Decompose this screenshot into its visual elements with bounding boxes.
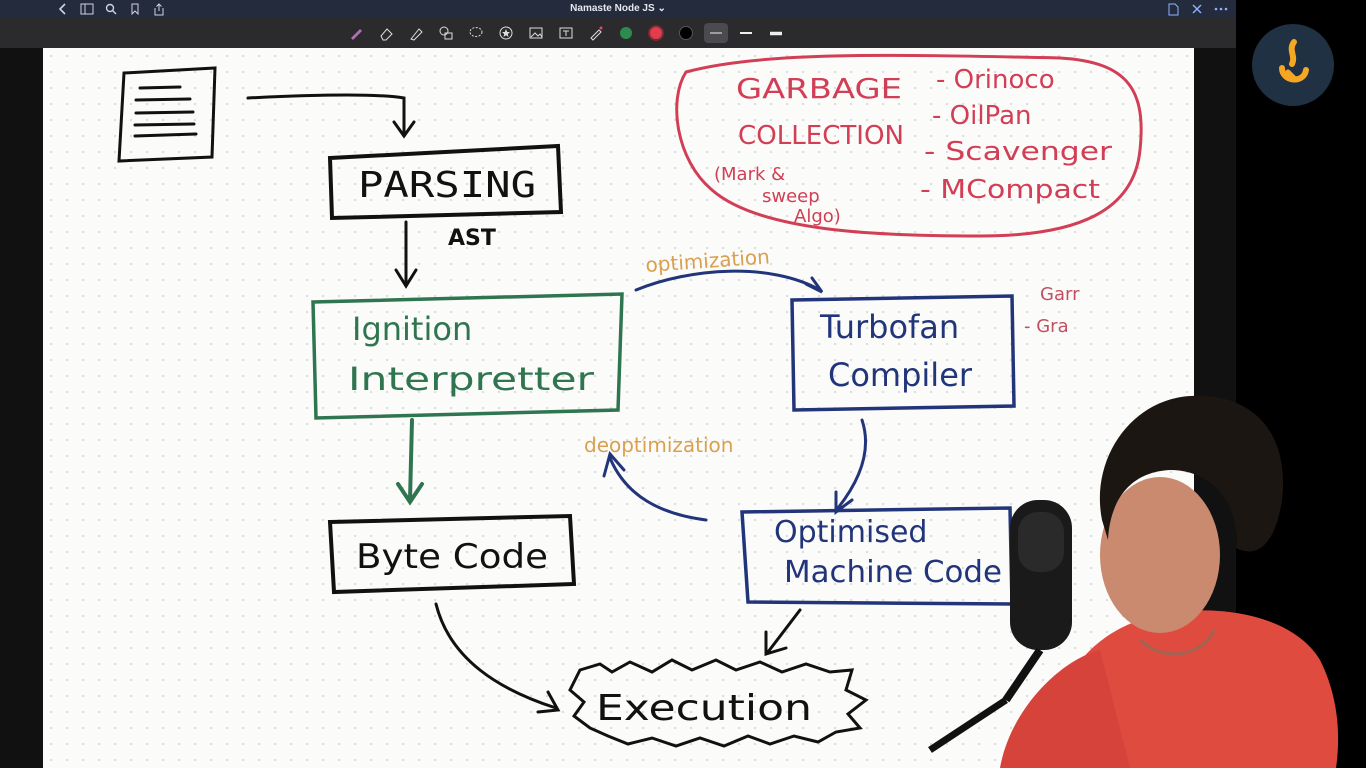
laser-tool-icon[interactable]	[584, 23, 608, 43]
eraser-tool-icon[interactable]	[374, 23, 398, 43]
back-icon[interactable]	[54, 1, 72, 17]
document-icon	[117, 66, 217, 163]
title-bar: Namaste Node JS ⌄	[0, 0, 1236, 18]
execution-cloud	[568, 658, 869, 748]
drawing-toolbar	[0, 18, 1236, 48]
text-tool-icon[interactable]	[554, 23, 578, 43]
gc-line2: COLLECTION	[738, 121, 904, 151]
pen-tool-icon[interactable]	[344, 23, 368, 43]
arrow-optimised-to-execution	[764, 608, 802, 657]
ignition-box	[311, 292, 624, 420]
bytecode-label: Byte Code	[356, 537, 548, 577]
window-title-text: Namaste Node JS	[570, 3, 655, 14]
shapes-tool-icon[interactable]	[434, 23, 458, 43]
gc-item3: - Scavenger	[924, 137, 1112, 167]
tool-group	[344, 23, 788, 43]
image-tool-icon[interactable]	[524, 23, 548, 43]
arrow-turbofan-to-optimised	[834, 418, 867, 515]
optimised-line2: Machine Code	[784, 555, 1002, 590]
execution-label: Execution	[596, 688, 812, 729]
gc-item1: - Orinoco	[936, 65, 1055, 95]
page-icon[interactable]	[1164, 1, 1182, 17]
turbofan-line1: Turbofan	[819, 308, 959, 346]
deoptimization-arrow	[602, 450, 708, 522]
pen-color-black[interactable]	[674, 23, 698, 43]
more-icon[interactable]	[1212, 1, 1230, 17]
arrow-bytecode-to-execution	[434, 602, 561, 714]
pen-color-green[interactable]	[614, 23, 638, 43]
deoptimization-label: deoptimization	[584, 433, 733, 457]
gc-note2: sweep	[762, 186, 820, 207]
search-icon[interactable]	[102, 1, 120, 17]
highlighter-tool-icon[interactable]	[404, 23, 428, 43]
gc-item2: - OilPan	[932, 101, 1031, 131]
side-note-2: - Gra	[1024, 316, 1069, 337]
channel-logo	[1252, 24, 1334, 106]
turbofan-line2: Compiler	[828, 356, 973, 394]
arrow-parsing-to-ignition	[394, 220, 418, 289]
gc-line1: GARBAGE	[736, 72, 902, 105]
ignition-line1: Ignition	[352, 310, 472, 348]
lasso-tool-icon[interactable]	[464, 23, 488, 43]
gc-outline	[675, 53, 1143, 238]
sticker-tool-icon[interactable]	[494, 23, 518, 43]
ignition-line2: Interpretter	[348, 360, 595, 398]
arrow-ignition-to-bytecode	[396, 418, 424, 506]
arrow-doc-to-parsing	[246, 93, 416, 139]
gc-note1: (Mark &	[714, 164, 785, 185]
parsing-box	[327, 143, 564, 221]
parsing-label: PARSING	[358, 165, 536, 206]
bytecode-box	[327, 513, 577, 595]
stroke-thick-option[interactable]	[764, 23, 788, 43]
pen-color-red[interactable]	[644, 23, 668, 43]
bookmark-icon[interactable]	[126, 1, 144, 17]
close-icon[interactable]	[1188, 1, 1206, 17]
side-note-1: Garr	[1040, 284, 1080, 305]
optimization-arrow	[634, 269, 824, 294]
gc-note3: Algo)	[794, 206, 841, 227]
stroke-thin-option[interactable]	[704, 23, 728, 43]
ast-label: AST	[448, 226, 496, 251]
optimised-line1: Optimised	[774, 515, 927, 550]
stroke-medium-option[interactable]	[734, 23, 758, 43]
gc-item4: - MCompact	[920, 175, 1100, 205]
titlebar-right-controls	[1164, 1, 1230, 17]
share-icon[interactable]	[150, 1, 168, 17]
window-title: Namaste Node JS ⌄	[0, 3, 1236, 14]
sidebar-icon[interactable]	[78, 1, 96, 17]
turbofan-box	[790, 294, 1016, 412]
logo-mark-icon	[1279, 39, 1309, 83]
chevron-down-icon[interactable]: ⌄	[657, 3, 666, 14]
titlebar-left-controls	[54, 1, 168, 17]
